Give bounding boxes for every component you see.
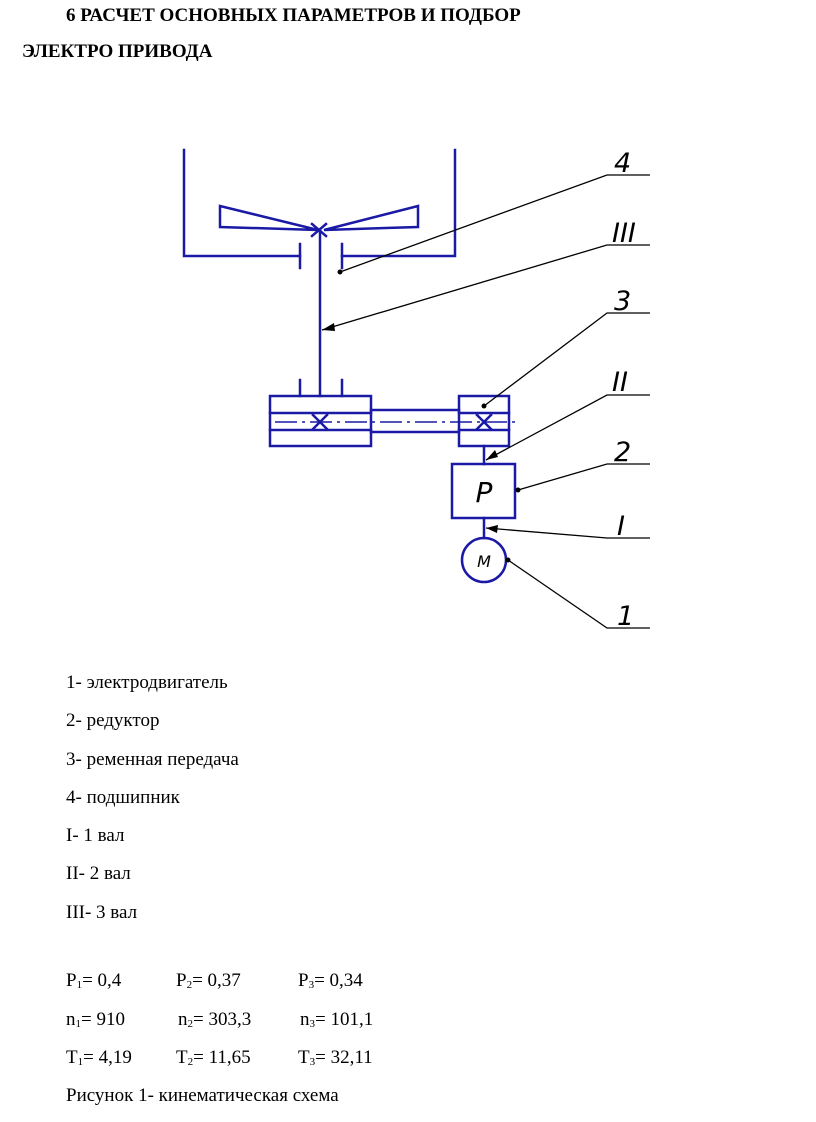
callout-3-belt-drive: 3 xyxy=(614,286,631,317)
legend-item: I- 1 вал xyxy=(66,825,125,847)
kinematic-scheme-diagram: P M 4 III 3 II 2 I 1 xyxy=(182,148,650,632)
figure-caption: Рисунок 1- кинематическая схема xyxy=(66,1085,339,1106)
callout-2-reducer: 2 xyxy=(614,437,631,468)
parameters-table: P1= 0,4 P2= 0,37 P3= 0,34 n1= 910 n2= 30… xyxy=(66,970,666,1086)
callout-ii-shaft: II xyxy=(612,367,628,398)
param-value: T3= 32,11 xyxy=(298,1047,373,1068)
tank-wall xyxy=(340,148,457,258)
speed-row: n1= 910 n2= 303,3 n3= 101,1 xyxy=(66,1009,666,1048)
large-pulley xyxy=(268,394,373,448)
param-value: n2= 303,3 xyxy=(178,1008,252,1030)
torque-row: T1= 4,19 T2= 11,65 T3= 32,11 xyxy=(66,1047,666,1086)
callout-i-shaft: I xyxy=(617,511,625,542)
reducer-symbol: P xyxy=(476,476,493,509)
param-value: P3= 0,34 xyxy=(298,970,363,991)
legend-list: 1- электродвигатель 2- редуктор 3- ремен… xyxy=(66,672,239,940)
power-row: P1= 0,4 P2= 0,37 P3= 0,34 xyxy=(66,970,666,1009)
param-value: n1= 910 xyxy=(66,1008,125,1030)
leader-lines xyxy=(321,174,650,629)
section-title-line-2: ЭЛЕКТРО ПРИВОДА xyxy=(22,41,213,62)
scheme-drawing xyxy=(182,148,517,584)
tank-wall xyxy=(182,148,302,258)
legend-item: III- 3 вал xyxy=(66,901,138,923)
param-value: P2= 0,37 xyxy=(176,970,241,991)
motor-symbol: M xyxy=(477,552,491,571)
param-value: T2= 11,65 xyxy=(176,1047,251,1068)
callout-4-bearing: 4 xyxy=(614,148,631,179)
param-value: n3= 101,1 xyxy=(300,1008,374,1030)
impeller-blade-left xyxy=(218,204,319,232)
callout-1-motor: 1 xyxy=(617,601,634,632)
param-value: T1= 4,19 xyxy=(66,1047,132,1068)
callout-iii-shaft: III xyxy=(612,218,636,249)
param-value: P1= 0,4 xyxy=(66,970,122,991)
impeller-blade-right xyxy=(323,204,420,232)
legend-item: 1- электродвигатель xyxy=(66,672,228,693)
legend-item: 2- редуктор xyxy=(66,710,160,732)
legend-item: 4- подшипник xyxy=(66,786,180,808)
section-title-line-1: 6 РАСЧЕТ ОСНОВНЫХ ПАРАМЕТРОВ И ПОДБОР xyxy=(66,5,521,26)
legend-item: 3- ременная передача xyxy=(66,748,239,770)
legend-item: II- 2 вал xyxy=(66,863,131,885)
